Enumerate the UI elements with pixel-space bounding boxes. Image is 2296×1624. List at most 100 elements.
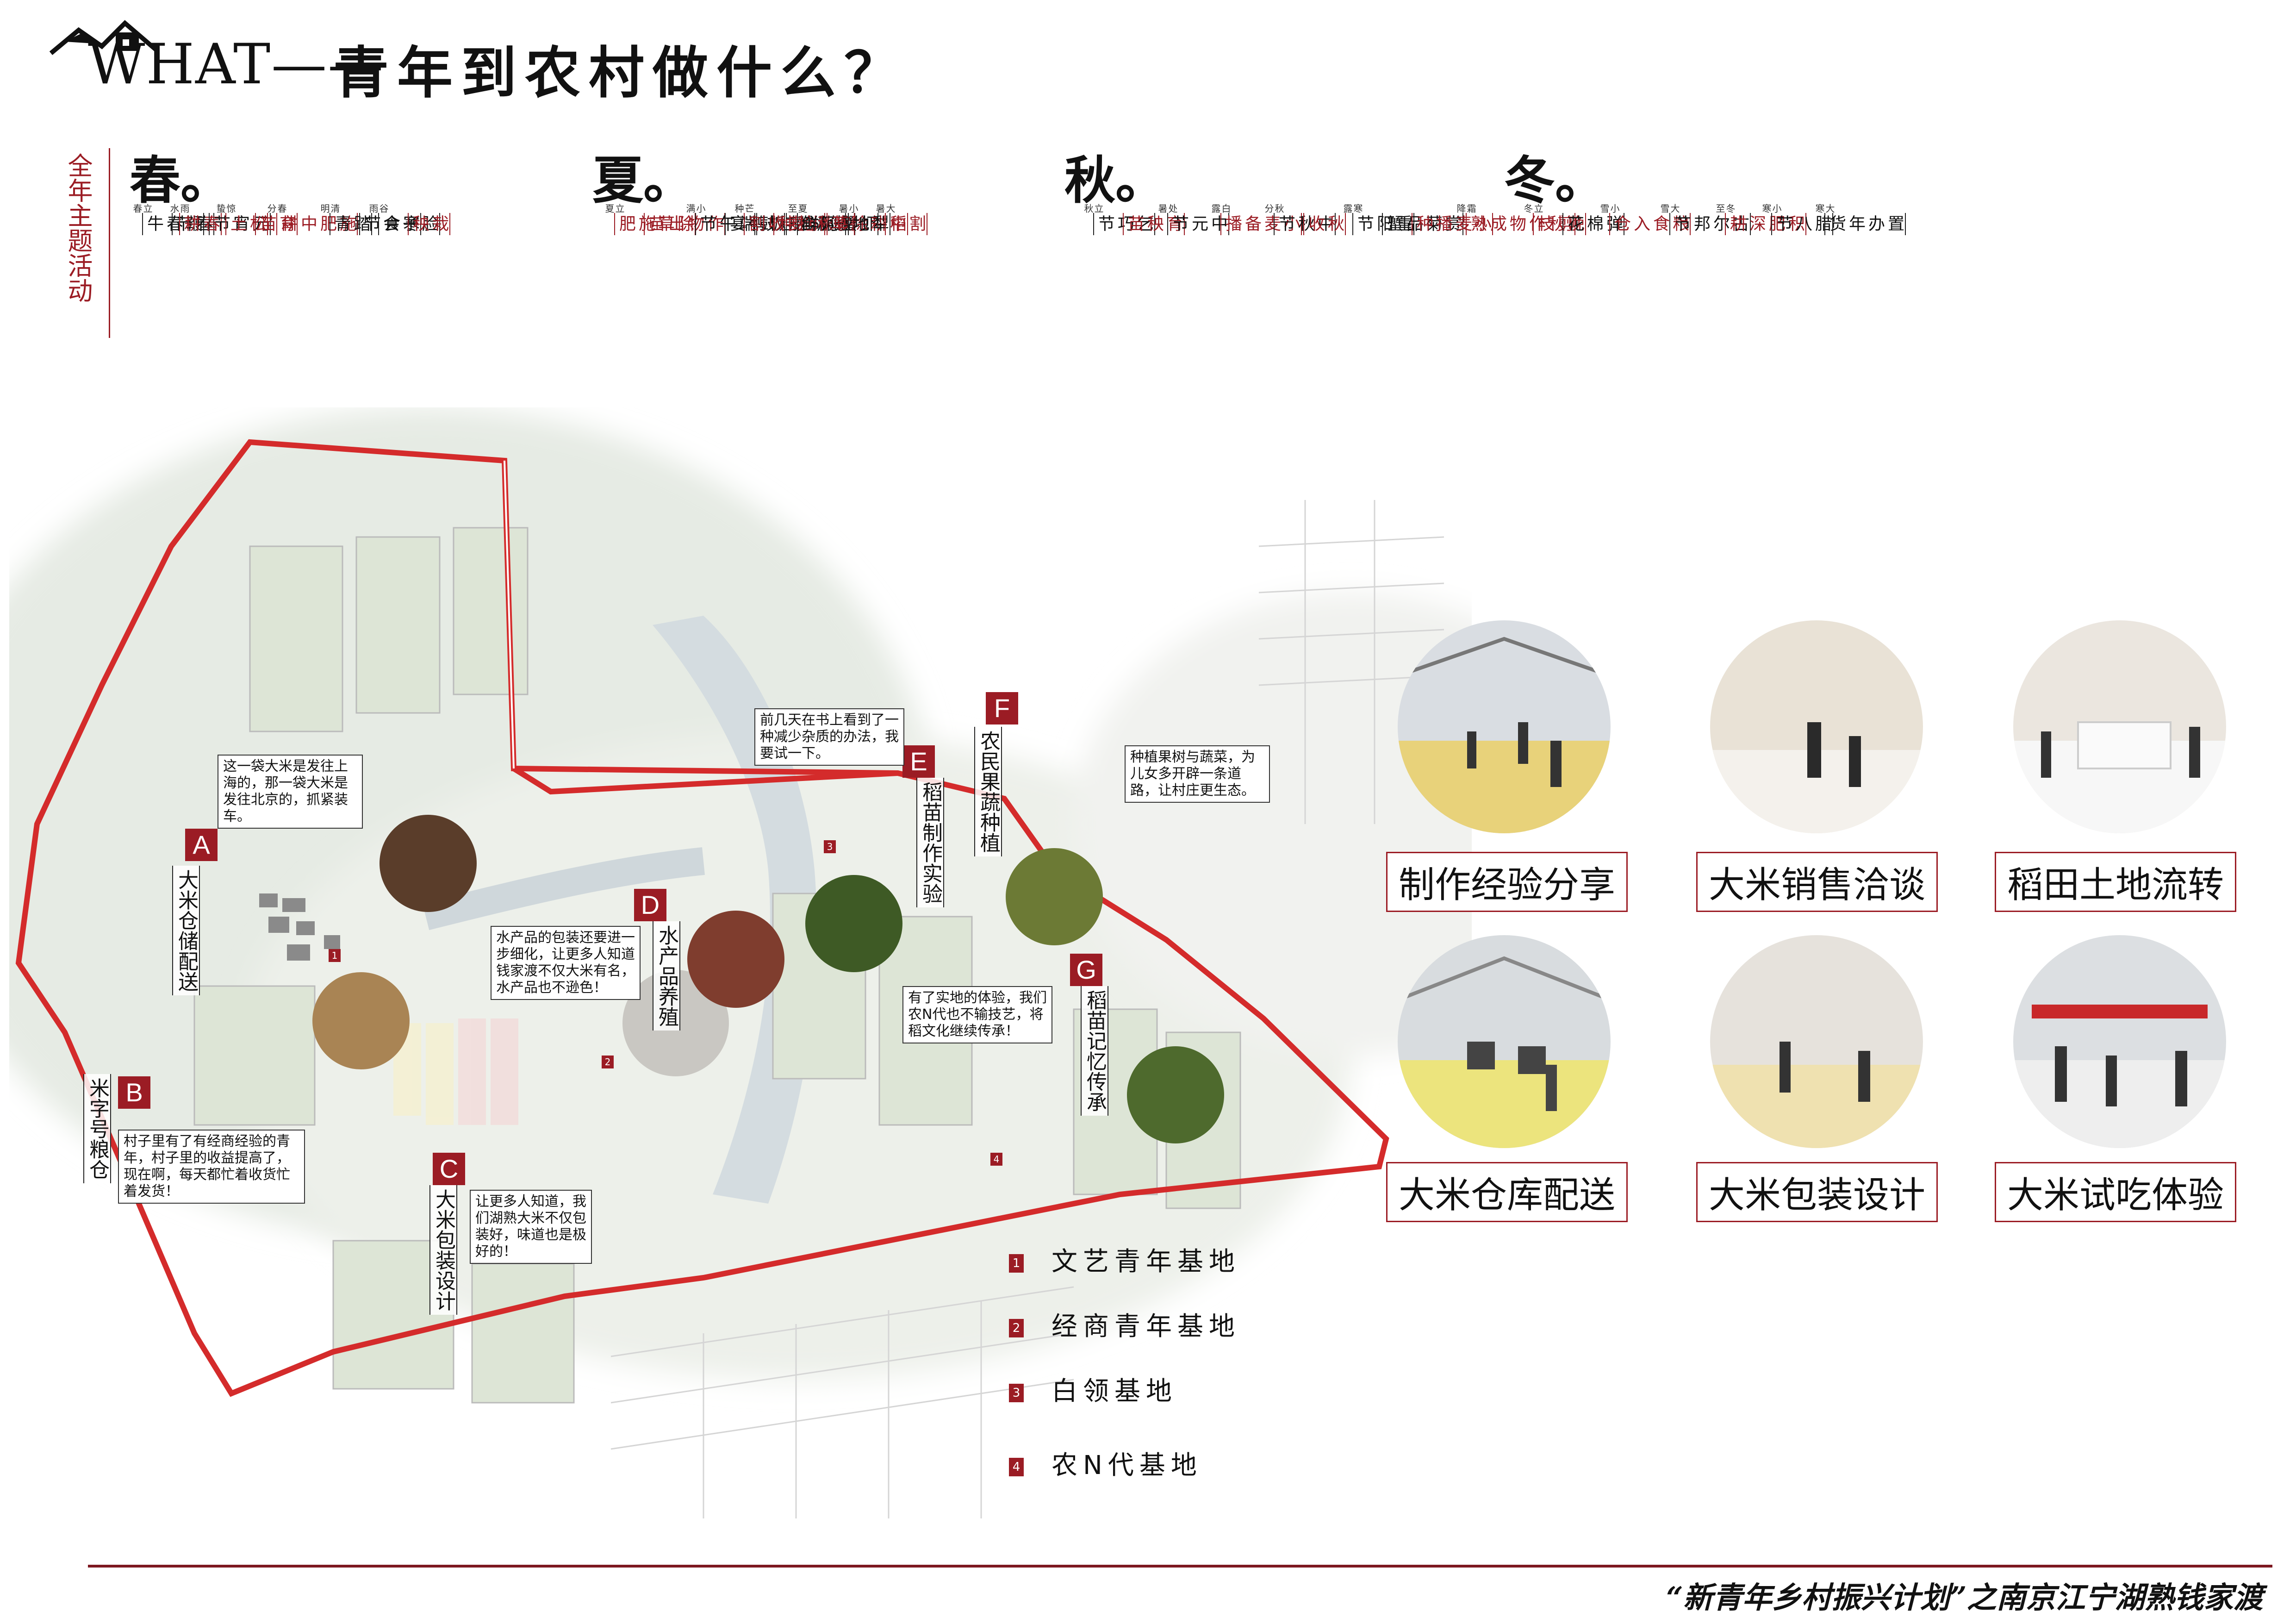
term-activity: 割稻 — [885, 213, 927, 235]
term-activity: 弹棉花 — [1562, 213, 1624, 235]
solar-term-name: 大暑 — [874, 204, 896, 213]
solar-term-name: 立春 — [131, 204, 153, 213]
photo-tasting — [2013, 935, 2226, 1148]
title-english: WHAT—— — [88, 32, 385, 97]
zone-tag: 4 — [990, 1153, 1002, 1166]
label-seedling-memory: 稻苗记忆传承 — [1081, 986, 1108, 1116]
bubble-f: 种植果树与蔬菜，为儿女多开辟一条道路，让村庄更生态。 — [1125, 745, 1270, 803]
bubble-a: 这一袋大米是发往上海的，那一袋大米是发往北京的，抓紧装车。 — [218, 755, 363, 829]
solar-term-name: 立夏 — [604, 204, 625, 213]
term-activity: 松土 — [225, 213, 268, 235]
solar-term-name: 小暑 — [837, 204, 859, 213]
term-activity: 脸子会 — [378, 213, 440, 235]
term-activity: 端午节 — [695, 213, 757, 235]
solar-term-name: 小满 — [684, 204, 706, 213]
marker-d[interactable]: D — [634, 889, 666, 921]
term-activity: 腊八节 — [1771, 213, 1833, 235]
caption: 制作经验分享 — [1386, 852, 1628, 912]
village-map — [9, 407, 1472, 1518]
term-activity: 乞巧节 — [1093, 213, 1155, 235]
term-activity: 古尔邦节 — [1669, 213, 1751, 235]
divider — [109, 148, 110, 338]
marker-f[interactable]: F — [986, 692, 1018, 725]
solar-term-name: 霜降 — [1455, 204, 1476, 213]
solar-term-name: 雨水 — [168, 204, 190, 213]
term-activity: 粮食入仓 — [1609, 213, 1691, 235]
marker-b[interactable]: B — [118, 1076, 150, 1109]
label-aquaculture: 水产品养殖 — [653, 921, 680, 1031]
term-activity: 中秋节 — [1274, 213, 1336, 235]
term-activity: 元宵节 — [209, 213, 271, 235]
solar-term-name: 立冬 — [1522, 204, 1543, 213]
term-activity: 育秧苗 — [1123, 213, 1185, 235]
bubble-b: 村子里有了有经商经验的青年，村子里的收益提高了，现在啊，每天都忙着收货忙着发货！ — [118, 1130, 305, 1204]
footer-divider — [88, 1565, 2272, 1568]
footer-project-title: “新青年乡村振兴计划”之南京江宁湖熟钱家渡 — [1666, 1580, 2263, 1615]
photo-warehouse — [1398, 935, 1611, 1148]
term-activity: 栽秧 — [408, 213, 450, 235]
term-activity: 春耕 — [179, 213, 222, 235]
year-activity-label: 全年主题活动 — [63, 153, 93, 303]
zone-tag: 2 — [602, 1056, 614, 1068]
solar-term-name: 清明 — [319, 204, 340, 213]
term-activity: 踏青 — [330, 213, 372, 235]
solar-term-name: 大雪 — [1659, 204, 1680, 213]
zone-tag: 1 — [329, 949, 341, 962]
solar-term-name: 小寒 — [1761, 204, 1782, 213]
house-roof-icon — [49, 20, 159, 55]
term-activity: 板鸭宴 — [725, 213, 787, 235]
marker-g[interactable]: G — [1070, 954, 1102, 986]
photo-rice-sales — [1710, 620, 1923, 833]
term-activity: 荡湖船 — [784, 213, 846, 235]
term-activity: 鞭春牛 — [142, 213, 204, 235]
solar-term-name: 春分 — [266, 204, 287, 213]
solar-term-name: 大寒 — [1814, 204, 1835, 213]
label-seedling-experiment: 稻苗制作实验 — [916, 778, 944, 907]
term-activity: 施肥中耕 — [276, 213, 358, 235]
label-farmer-planting: 农民果蔬种植 — [974, 727, 1002, 856]
photo-land-transfer — [2013, 620, 2226, 833]
photo-experience-sharing — [1398, 620, 1611, 833]
caption: 大米仓库配送 — [1386, 1162, 1628, 1222]
season-spring: 春。 — [130, 150, 231, 210]
term-activity: 置办年货 — [1824, 213, 1906, 235]
solar-term-name: 白露 — [1210, 204, 1231, 213]
bubble-e: 前几天在书上看到了一种减少杂质的办法，我要试一下。 — [754, 708, 904, 766]
term-activity: 作物出苗 — [644, 213, 725, 235]
term-activity: 育苗 — [255, 213, 298, 235]
marker-c[interactable]: C — [433, 1153, 465, 1185]
term-activity: 小麦播种 — [1412, 213, 1493, 235]
season-autumn: 秋。 — [1064, 150, 1166, 210]
solar-term-name: 秋分 — [1263, 204, 1284, 213]
photo-packaging — [1710, 935, 1923, 1148]
solar-term-name: 惊蛰 — [215, 204, 236, 213]
zone-tag: 3 — [824, 840, 836, 853]
label-rice-packaging: 大米包装设计 — [429, 1185, 457, 1315]
season-summer: 夏。 — [592, 150, 694, 210]
marker-e[interactable]: E — [902, 745, 935, 778]
solar-term-name: 谷雨 — [367, 204, 389, 213]
season-winter: 冬。 — [1504, 150, 1606, 210]
bubble-c: 让更多人知道，我们湖熟大米不仅包装好，味道也是极好的！ — [470, 1190, 592, 1264]
title-chinese: 青年到农村做什么？ — [333, 40, 908, 106]
term-activity: 剪枝 — [1533, 213, 1575, 235]
term-activity: 寒食节 — [359, 213, 421, 235]
term-activity: 秋收 — [1303, 213, 1346, 235]
term-activity: 晚秋抢种 — [773, 213, 855, 235]
caption: 大米销售洽谈 — [1696, 852, 1938, 912]
solar-term-name: 寒露 — [1342, 204, 1363, 213]
term-activity: 晚秋作物成熟 — [1466, 213, 1586, 235]
term-activity: 犁地 — [848, 213, 890, 235]
caption: 大米试吃体验 — [1995, 1162, 2237, 1222]
term-activity: 积肥深耕 — [1725, 213, 1806, 235]
solar-term-name: 芒种 — [733, 204, 754, 213]
marker-a[interactable]: A — [185, 829, 218, 861]
term-activity: 虾蟹河鲜 — [797, 213, 878, 235]
caption: 稻田土地流转 — [1995, 852, 2237, 912]
solar-term-name: 立秋 — [1083, 204, 1104, 213]
caption: 大米包装设计 — [1696, 1162, 1938, 1222]
